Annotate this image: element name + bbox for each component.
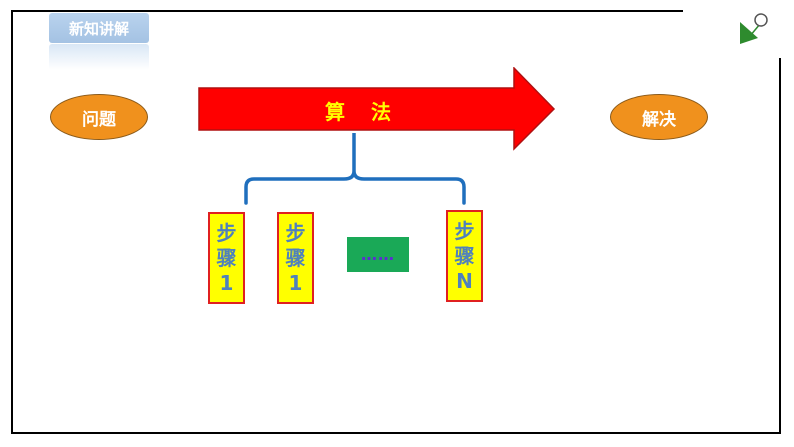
step-char: 步 (216, 220, 237, 245)
step-char: 步 (285, 220, 306, 245)
steps-brace (244, 133, 466, 205)
algorithm-arrow (198, 67, 556, 151)
step-box: 步 骤 1 (277, 212, 314, 304)
slide-frame-bottom (11, 432, 781, 434)
step-char: 骤 (285, 245, 306, 270)
step-box: 步 骤 N (446, 210, 483, 302)
play-triangle-icon (740, 13, 768, 44)
step-char: 1 (219, 270, 234, 295)
slide-frame-right (779, 58, 781, 434)
section-badge: 新知讲解 (49, 13, 149, 43)
slide-frame-left (11, 10, 13, 434)
step-char: 骤 (454, 243, 475, 268)
step-char: 步 (454, 218, 475, 243)
slide-frame-top (11, 10, 683, 12)
algorithm-label: 算法 (325, 99, 417, 124)
step-char: N (456, 268, 473, 293)
section-badge-reflection (49, 44, 149, 70)
step-char: 1 (288, 270, 303, 295)
problem-node: 问题 (50, 94, 148, 140)
step-box: 步 骤 1 (208, 212, 245, 304)
solution-node: 解决 (610, 94, 708, 140)
step-char: 骤 (216, 245, 237, 270)
more-steps-ellipsis: …… (347, 237, 409, 272)
